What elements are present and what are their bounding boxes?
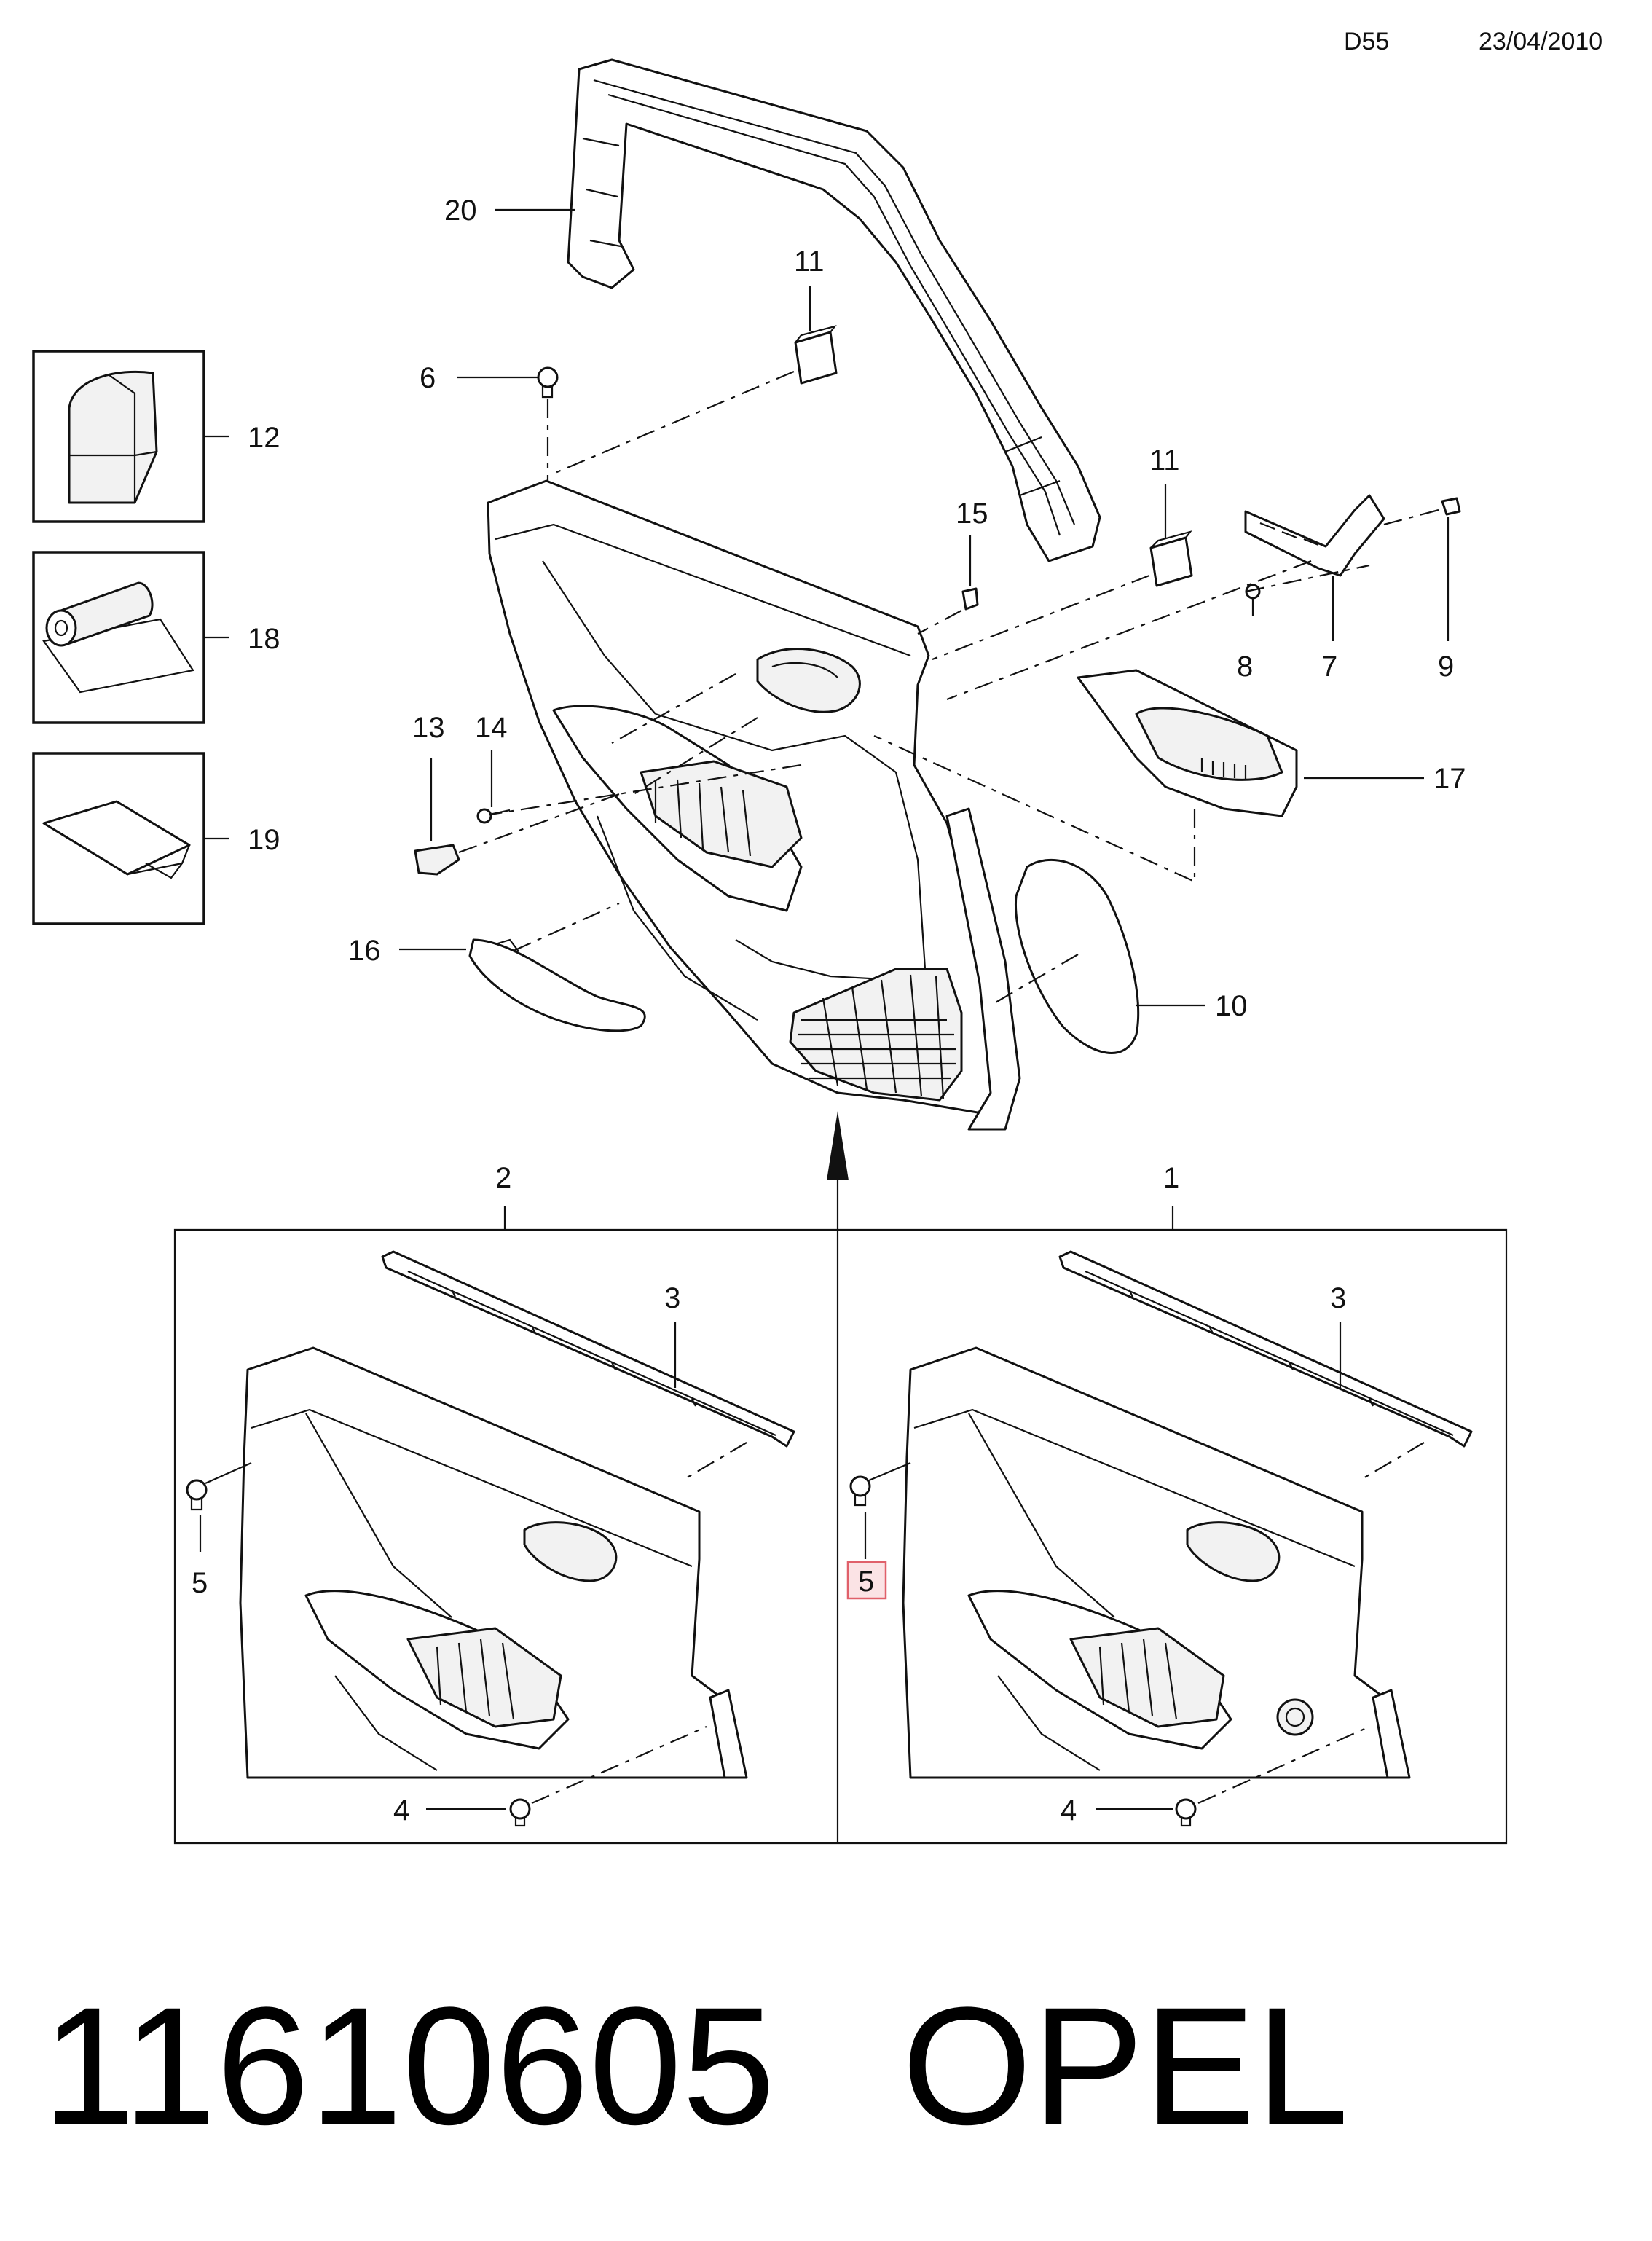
part-19-foil-sheet [42, 800, 191, 879]
diagram-code: D55 [1344, 28, 1389, 55]
callout-8: 8 [1237, 651, 1253, 683]
part-9-clip [1441, 497, 1461, 516]
callout-7: 7 [1321, 651, 1337, 683]
part-18-tape-roll [42, 581, 194, 694]
part-14-screw [476, 808, 511, 824]
callout-14: 14 [475, 712, 508, 744]
callout-16: 16 [348, 935, 381, 967]
part-20-frame-trim [567, 58, 1101, 562]
callout-17: 17 [1433, 763, 1466, 795]
callout-5-left: 5 [192, 1567, 208, 1599]
assembly-2-panel [239, 1250, 795, 1779]
assembly-1-panel [902, 1250, 1473, 1779]
callout-13: 13 [412, 712, 445, 744]
callout-4-left: 4 [393, 1794, 409, 1826]
callout-20: 20 [444, 195, 477, 227]
brand-name: OPEL [902, 1972, 1349, 2159]
callout-1: 1 [1163, 1162, 1179, 1194]
main-door-panel [487, 479, 1021, 1131]
callout-10: 10 [1215, 990, 1248, 1022]
part-4-clip-right [1175, 1798, 1197, 1827]
box-part-19 [32, 752, 205, 925]
callout-11-upper: 11 [794, 246, 825, 278]
callout-9: 9 [1438, 651, 1454, 683]
callout-4-right: 4 [1061, 1794, 1077, 1826]
callout-11-side: 11 [1149, 444, 1180, 476]
part-5-clip-left [186, 1479, 208, 1511]
callout-15: 15 [956, 498, 988, 530]
callout-5-right-highlighted: 5 [858, 1566, 874, 1598]
part-16-handle-trim [468, 938, 646, 1032]
part-number: 11610605 [42, 1972, 775, 2159]
part-5-clip-right [849, 1475, 871, 1507]
part-15-clip [961, 587, 979, 611]
part-11-pad-upper [794, 325, 838, 385]
diagram-date: 23/04/2010 [1479, 28, 1602, 55]
box-part-12 [32, 350, 205, 523]
part-11-pad-side [1149, 530, 1193, 587]
part-17-pocket [1077, 669, 1298, 817]
callout-18: 18 [248, 623, 280, 655]
callout-6: 6 [420, 362, 436, 394]
highlight-box [846, 1561, 887, 1600]
box-part-18 [32, 551, 205, 724]
callout-19: 19 [248, 824, 280, 856]
arrow-up-icon [827, 1111, 849, 1180]
part-6-clip [537, 366, 559, 399]
callout-3-right: 3 [1330, 1282, 1346, 1314]
callout-12: 12 [248, 422, 280, 454]
part-12-foam [68, 370, 158, 504]
callout-3-left: 3 [664, 1282, 680, 1314]
part-7-bracket [1244, 494, 1385, 577]
part-4-clip-left [509, 1798, 531, 1827]
part-13-cap [414, 844, 460, 876]
part-10-speaker-film [1014, 858, 1140, 1054]
callout-2: 2 [495, 1162, 511, 1194]
